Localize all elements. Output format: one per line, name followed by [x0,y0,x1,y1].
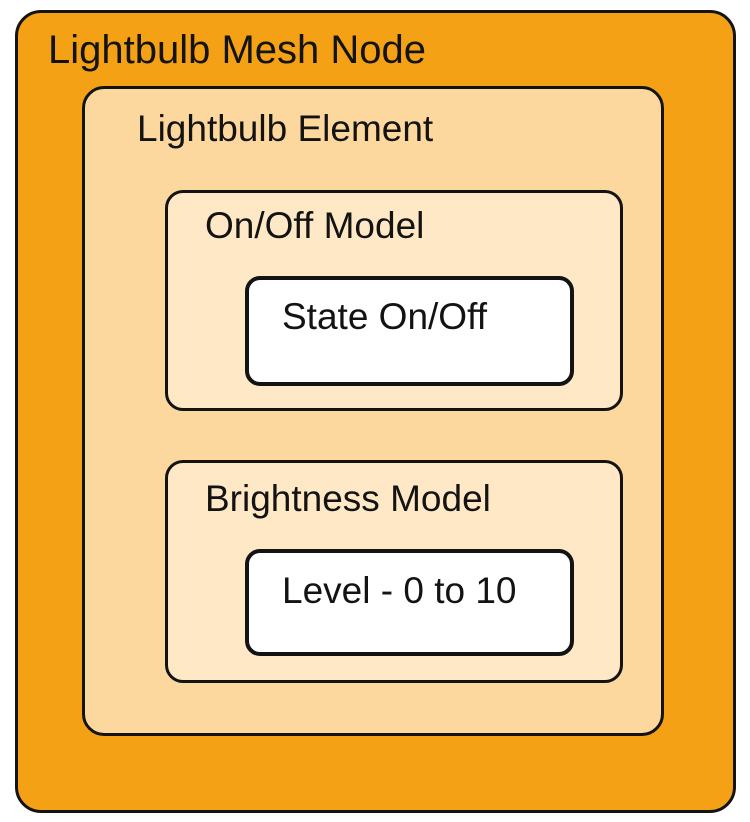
state-onoff-box: State On/Off [245,276,574,386]
mesh-node-box: Lightbulb Mesh Node Lightbulb Element On… [15,10,736,813]
mesh-node-title: Lightbulb Mesh Node [48,28,427,72]
onoff-model-title: On/Off Model [205,205,425,246]
onoff-model-box: On/Off Model State On/Off [165,190,623,411]
brightness-model-title: Brightness Model [205,478,491,519]
element-box: Lightbulb Element On/Off Model State On/… [82,86,664,736]
level-box: Level - 0 to 10 [245,549,574,656]
state-onoff-text: State On/Off [282,296,487,337]
brightness-model-box: Brightness Model Level - 0 to 10 [165,460,623,683]
element-title: Lightbulb Element [137,108,434,149]
level-text: Level - 0 to 10 [282,570,517,611]
